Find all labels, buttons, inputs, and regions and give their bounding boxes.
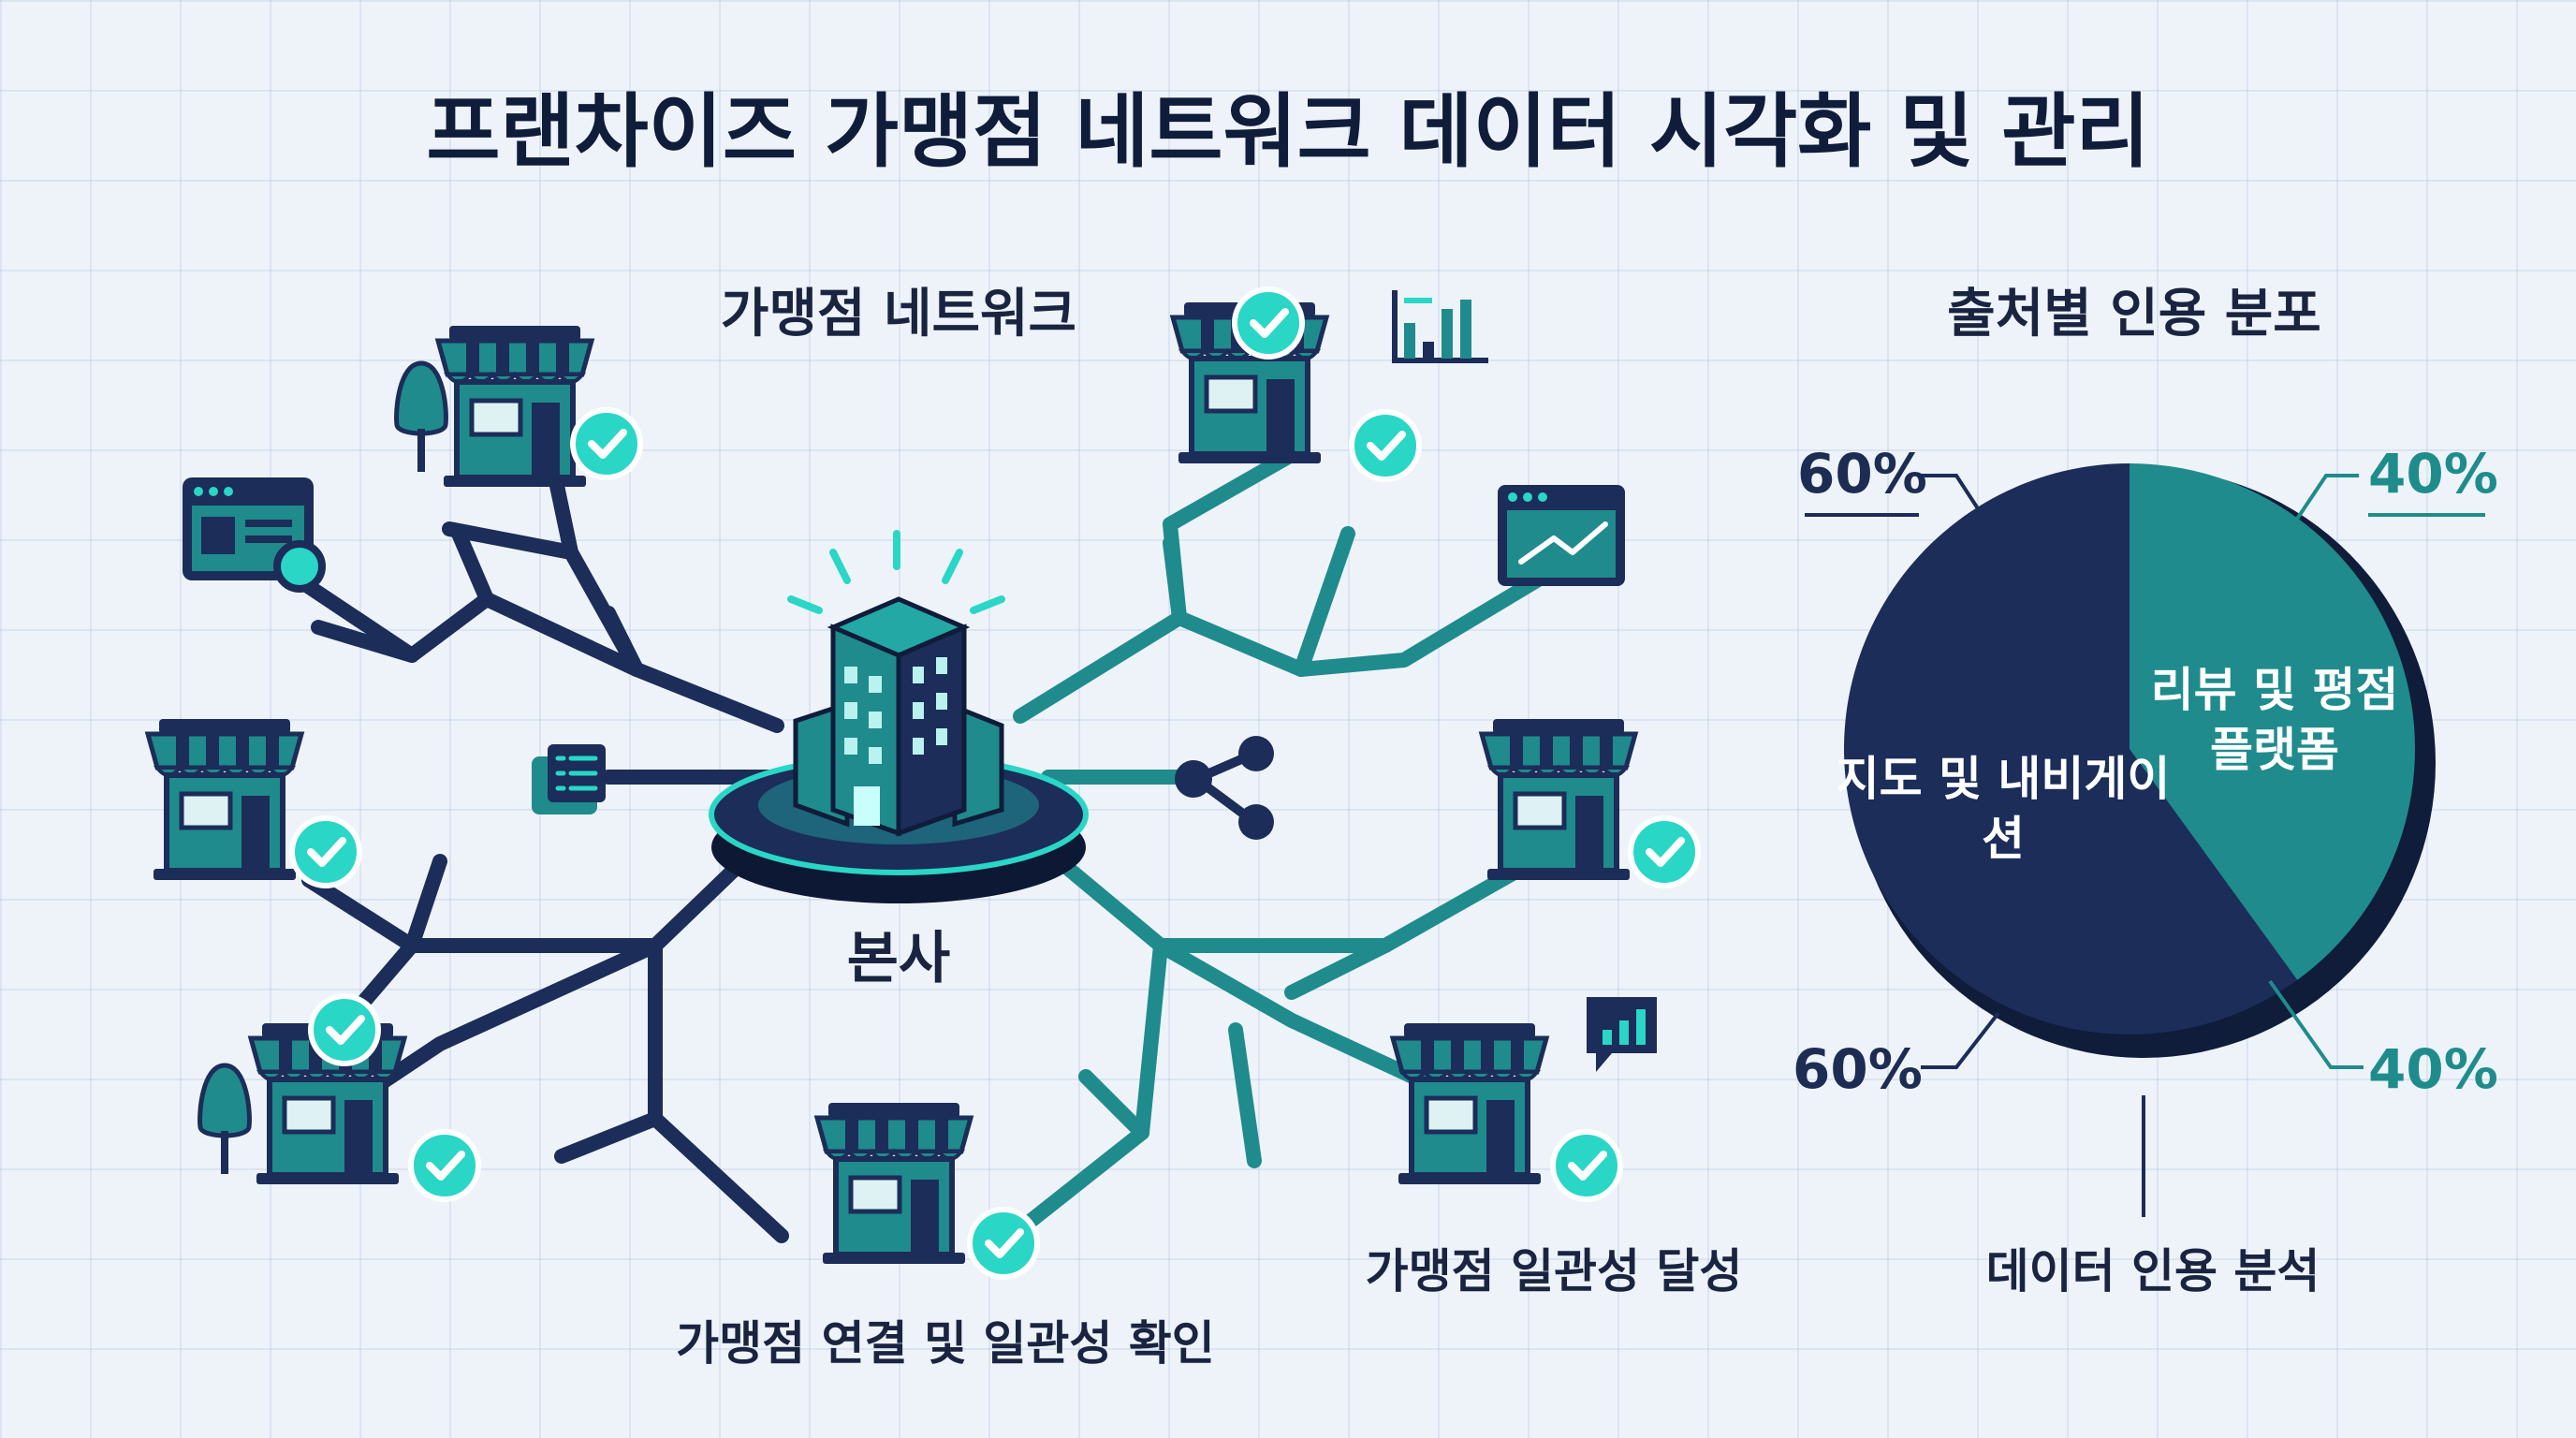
pie-chart bbox=[1844, 463, 2436, 1058]
browser-window-icon bbox=[183, 477, 326, 593]
pie-callout-lines bbox=[1805, 474, 2485, 1217]
pie-callout-top-left: 60% bbox=[1797, 442, 1927, 506]
chat-chart-icon bbox=[1587, 997, 1657, 1072]
check-icon bbox=[311, 996, 378, 1064]
share-icon bbox=[1175, 736, 1274, 840]
check-icon bbox=[411, 1132, 478, 1199]
line-chart-window-icon bbox=[1498, 485, 1625, 586]
store-icon bbox=[1482, 719, 1635, 880]
check-icon bbox=[970, 1210, 1037, 1277]
tree-icon bbox=[397, 363, 446, 472]
network-section-title: 가맹점 네트워크 bbox=[720, 284, 1077, 345]
store-icon bbox=[148, 719, 301, 880]
network-lines-teal bbox=[1013, 442, 1552, 1229]
checklist-icon bbox=[532, 744, 606, 814]
pie-slice-label-reviews-ratings: 리뷰 및 평점 플랫폼 bbox=[2150, 663, 2399, 777]
pie-callout-bottom-left: 60% bbox=[1793, 1037, 1923, 1101]
bar-chart-icon bbox=[1392, 290, 1488, 363]
check-icon bbox=[1631, 818, 1698, 886]
pie-slice-maps-navigation bbox=[1844, 463, 2298, 1034]
network-caption-connection: 가맹점 연결 및 일관성 확인 bbox=[676, 1316, 1215, 1371]
pie-slice-reviews-ratings bbox=[2130, 463, 2415, 980]
check-icon bbox=[573, 410, 640, 477]
hq-building-icon bbox=[709, 530, 1089, 903]
check-icon bbox=[292, 818, 359, 886]
check-icon bbox=[1553, 1132, 1620, 1199]
store-icon bbox=[817, 1103, 971, 1264]
store-icon bbox=[1393, 1023, 1546, 1184]
tree-icon bbox=[200, 1065, 250, 1174]
page-title: 프랜차이즈 가맹점 네트워크 데이터 시각화 및 관리 bbox=[426, 85, 2150, 179]
pie-section-title: 출처별 인용 분포 bbox=[1947, 284, 2321, 345]
check-icon bbox=[1352, 412, 1419, 479]
hq-label: 본사 bbox=[846, 926, 951, 991]
pie-slice-label-maps-navigation: 지도 및 내비게이션 bbox=[1836, 752, 2171, 866]
pie-callout-bottom-right: 40% bbox=[2368, 1037, 2498, 1101]
pie-callout-top-right: 40% bbox=[2368, 442, 2498, 506]
store-icon bbox=[438, 326, 592, 487]
network-caption-consistency: 가맹점 일관성 달성 bbox=[1365, 1244, 1743, 1299]
pie-caption: 데이터 인용 분석 bbox=[1985, 1244, 2320, 1299]
